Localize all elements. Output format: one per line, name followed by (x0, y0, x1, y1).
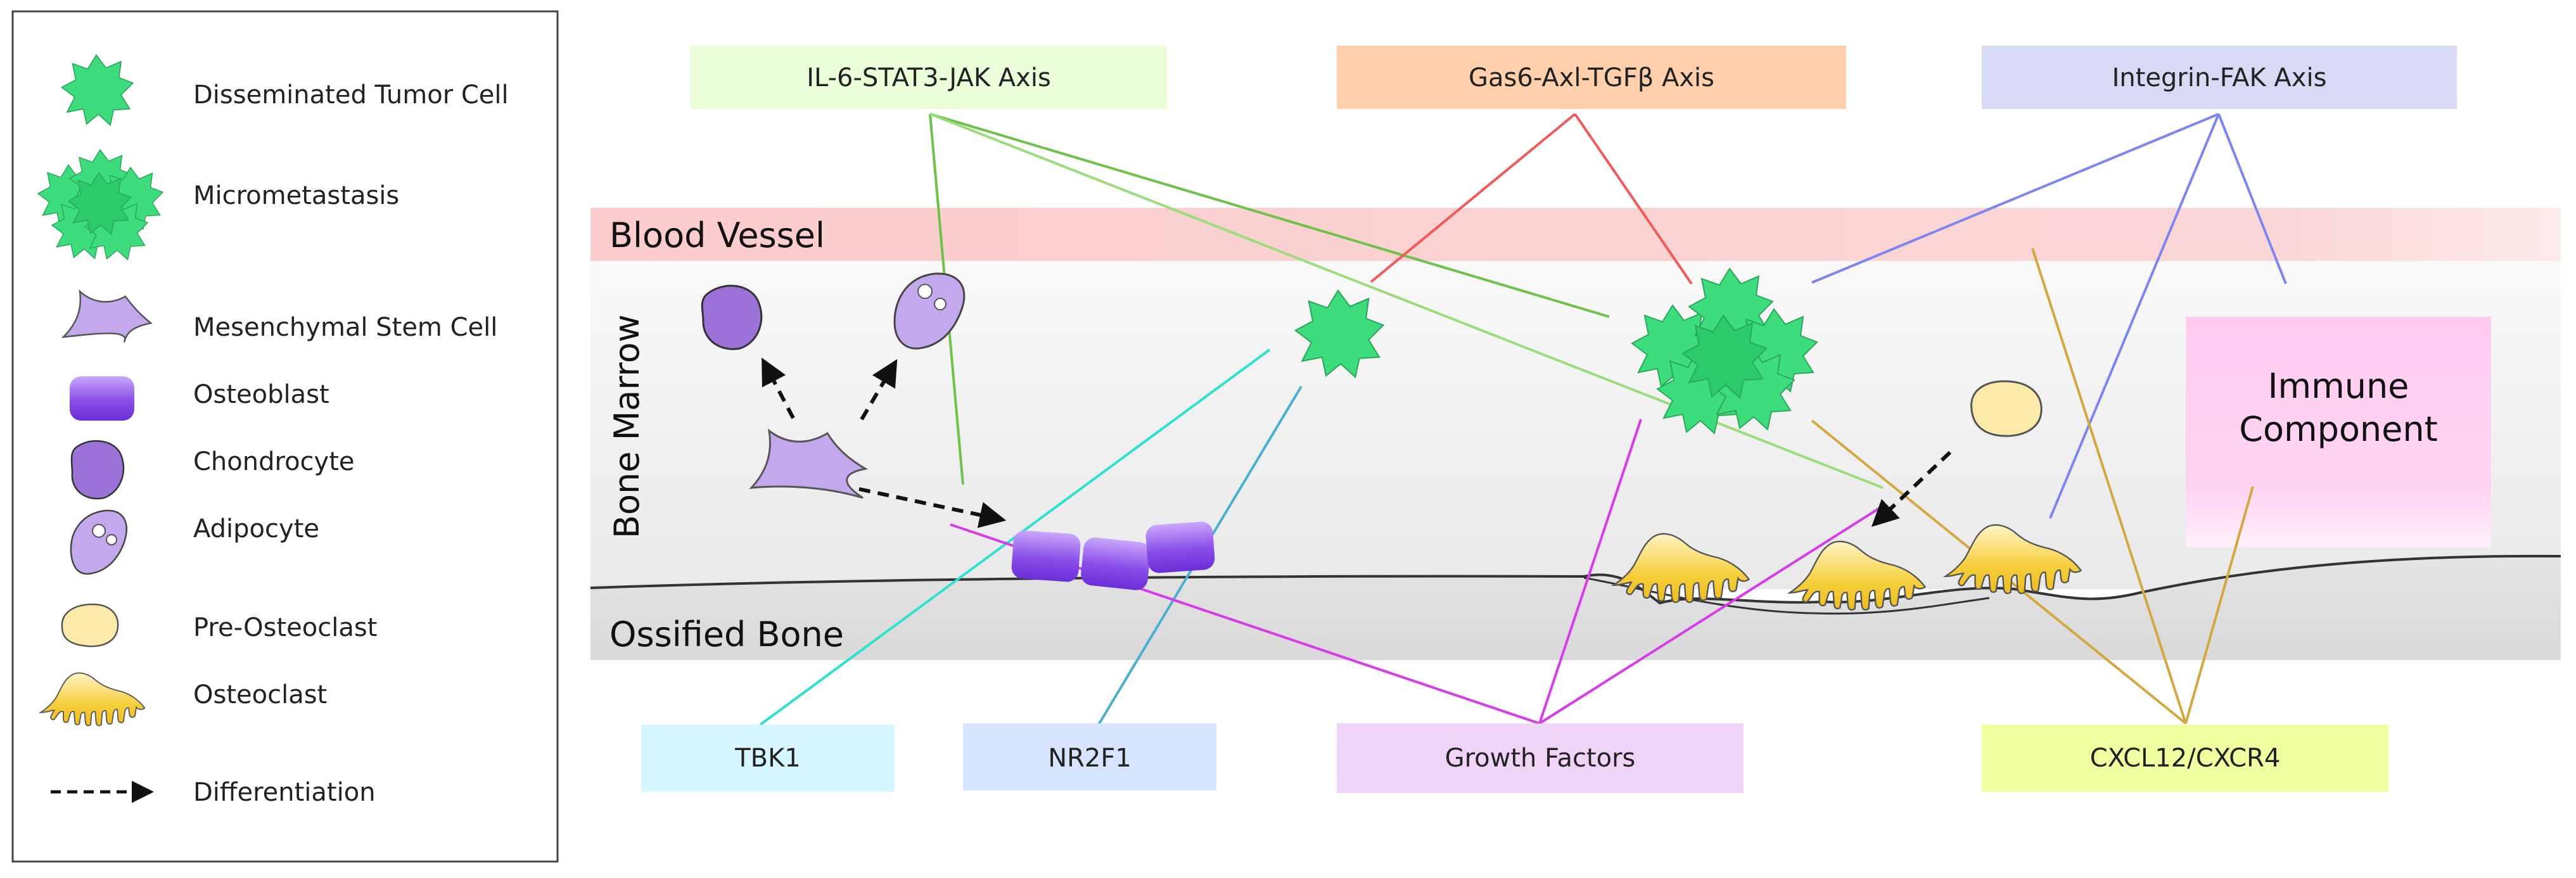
cxcl12-box-label: CXCL12/CXCR4 (2090, 744, 2281, 773)
adipocyte-cell (893, 272, 966, 350)
legend-item-chondrocyte: Chondrocyte (70, 440, 355, 500)
blood-vessel-label: Blood Vessel (609, 215, 825, 255)
osteoblast-cells (1011, 521, 1215, 590)
il6-box-label: IL-6-STAT3-JAK Axis (807, 63, 1051, 92)
bone-marrow-label: Bone Marrow (607, 314, 647, 538)
legend-item-osteoclast: Osteoclast (40, 672, 327, 727)
legend-item-osteoblast: Osteoblast (70, 376, 329, 421)
il6-connector-to-osteoclast (929, 113, 1884, 489)
gas6-connectors (1370, 113, 1693, 285)
legend-item-pre-osteoclast: Pre-Osteoclast (61, 603, 377, 647)
pre-osteoclast-icon (61, 603, 119, 647)
blood-vessel-region (590, 208, 2561, 261)
il6-box-bg (691, 46, 1167, 109)
legend-label: Micrometastasis (193, 181, 399, 210)
nr2f1-box: NR2F1 (963, 723, 1216, 791)
chondrocyte-icon (70, 440, 125, 500)
legend-label: Chondrocyte (193, 447, 355, 476)
mesenchymal-stem-cell (749, 428, 869, 499)
legend-label: Osteoblast (193, 380, 329, 409)
cxcl12-cxcr4-box: CXCL12/CXCR4 (1982, 725, 2388, 792)
growth-box-label: Growth Factors (1445, 744, 1636, 773)
adipocyte-droplet (106, 534, 117, 545)
immune-component-label-line1: Immune (2268, 366, 2409, 406)
pre-osteoclast-cell (1970, 380, 2043, 437)
mesenchymal-stem-cell-icon (61, 289, 153, 343)
legend-item-micrometastasis: Micrometastasis (37, 149, 399, 260)
immune-component: Immune Component (2186, 317, 2491, 547)
integrin-box-label: Integrin-FAK Axis (2112, 63, 2327, 92)
tbk1-box: TBK1 (641, 725, 895, 792)
legend-panel (11, 10, 559, 863)
legend-item-disseminated-tumor-cell: Disseminated Tumor Cell (61, 54, 509, 126)
il6-stat3-jak-axis-box: IL-6-STAT3-JAK Axis (691, 46, 1167, 109)
legend-item-differentiation: Differentiation (51, 778, 376, 807)
ossified-bone-label: Ossified Bone (609, 614, 844, 654)
legend-label: Adipocyte (193, 514, 319, 544)
legend-label: Pre-Osteoclast (193, 613, 377, 642)
tbk1-box-bg (641, 725, 895, 792)
immune-component-box (2186, 317, 2491, 547)
ossified-bone-region (590, 556, 2561, 660)
legend-label: Differentiation (193, 778, 376, 807)
tbk1-box-label: TBK1 (734, 744, 801, 773)
integrin-connectors (1811, 113, 2287, 519)
integrin-fak-axis-box: Integrin-FAK Axis (1982, 46, 2457, 109)
growth-box-bg (1337, 723, 1744, 793)
legend-label: Disseminated Tumor Cell (193, 80, 509, 110)
nr2f1-box-bg (963, 723, 1216, 791)
legend-item-adipocyte: Adipocyte (70, 509, 319, 575)
adipocyte-droplet (92, 524, 106, 538)
gas6-box-bg (1337, 46, 1846, 109)
growth-factors-box: Growth Factors (1337, 723, 1744, 793)
adipocyte-icon (70, 509, 127, 575)
differentiation-arrows (762, 357, 1952, 528)
gas6-axl-tgfb-axis-box: Gas6-Axl-TGFβ Axis (1337, 46, 1846, 109)
chondrocyte-cell (701, 284, 763, 350)
legend-label: Osteoclast (193, 680, 327, 709)
nr2f1-box-label: NR2F1 (1048, 744, 1132, 773)
osteoblast-icon (70, 376, 134, 421)
immune-component-label-line2: Component (2239, 409, 2438, 449)
integrin-box-bg (1982, 46, 2457, 109)
legend-label: Mesenchymal Stem Cell (193, 313, 497, 342)
legend-item-mesenchymal-stem-cell: Mesenchymal Stem Cell (61, 289, 497, 343)
gas6-box-label: Gas6-Axl-TGFβ Axis (1469, 63, 1714, 92)
cxcl12-box-bg (1982, 725, 2388, 792)
